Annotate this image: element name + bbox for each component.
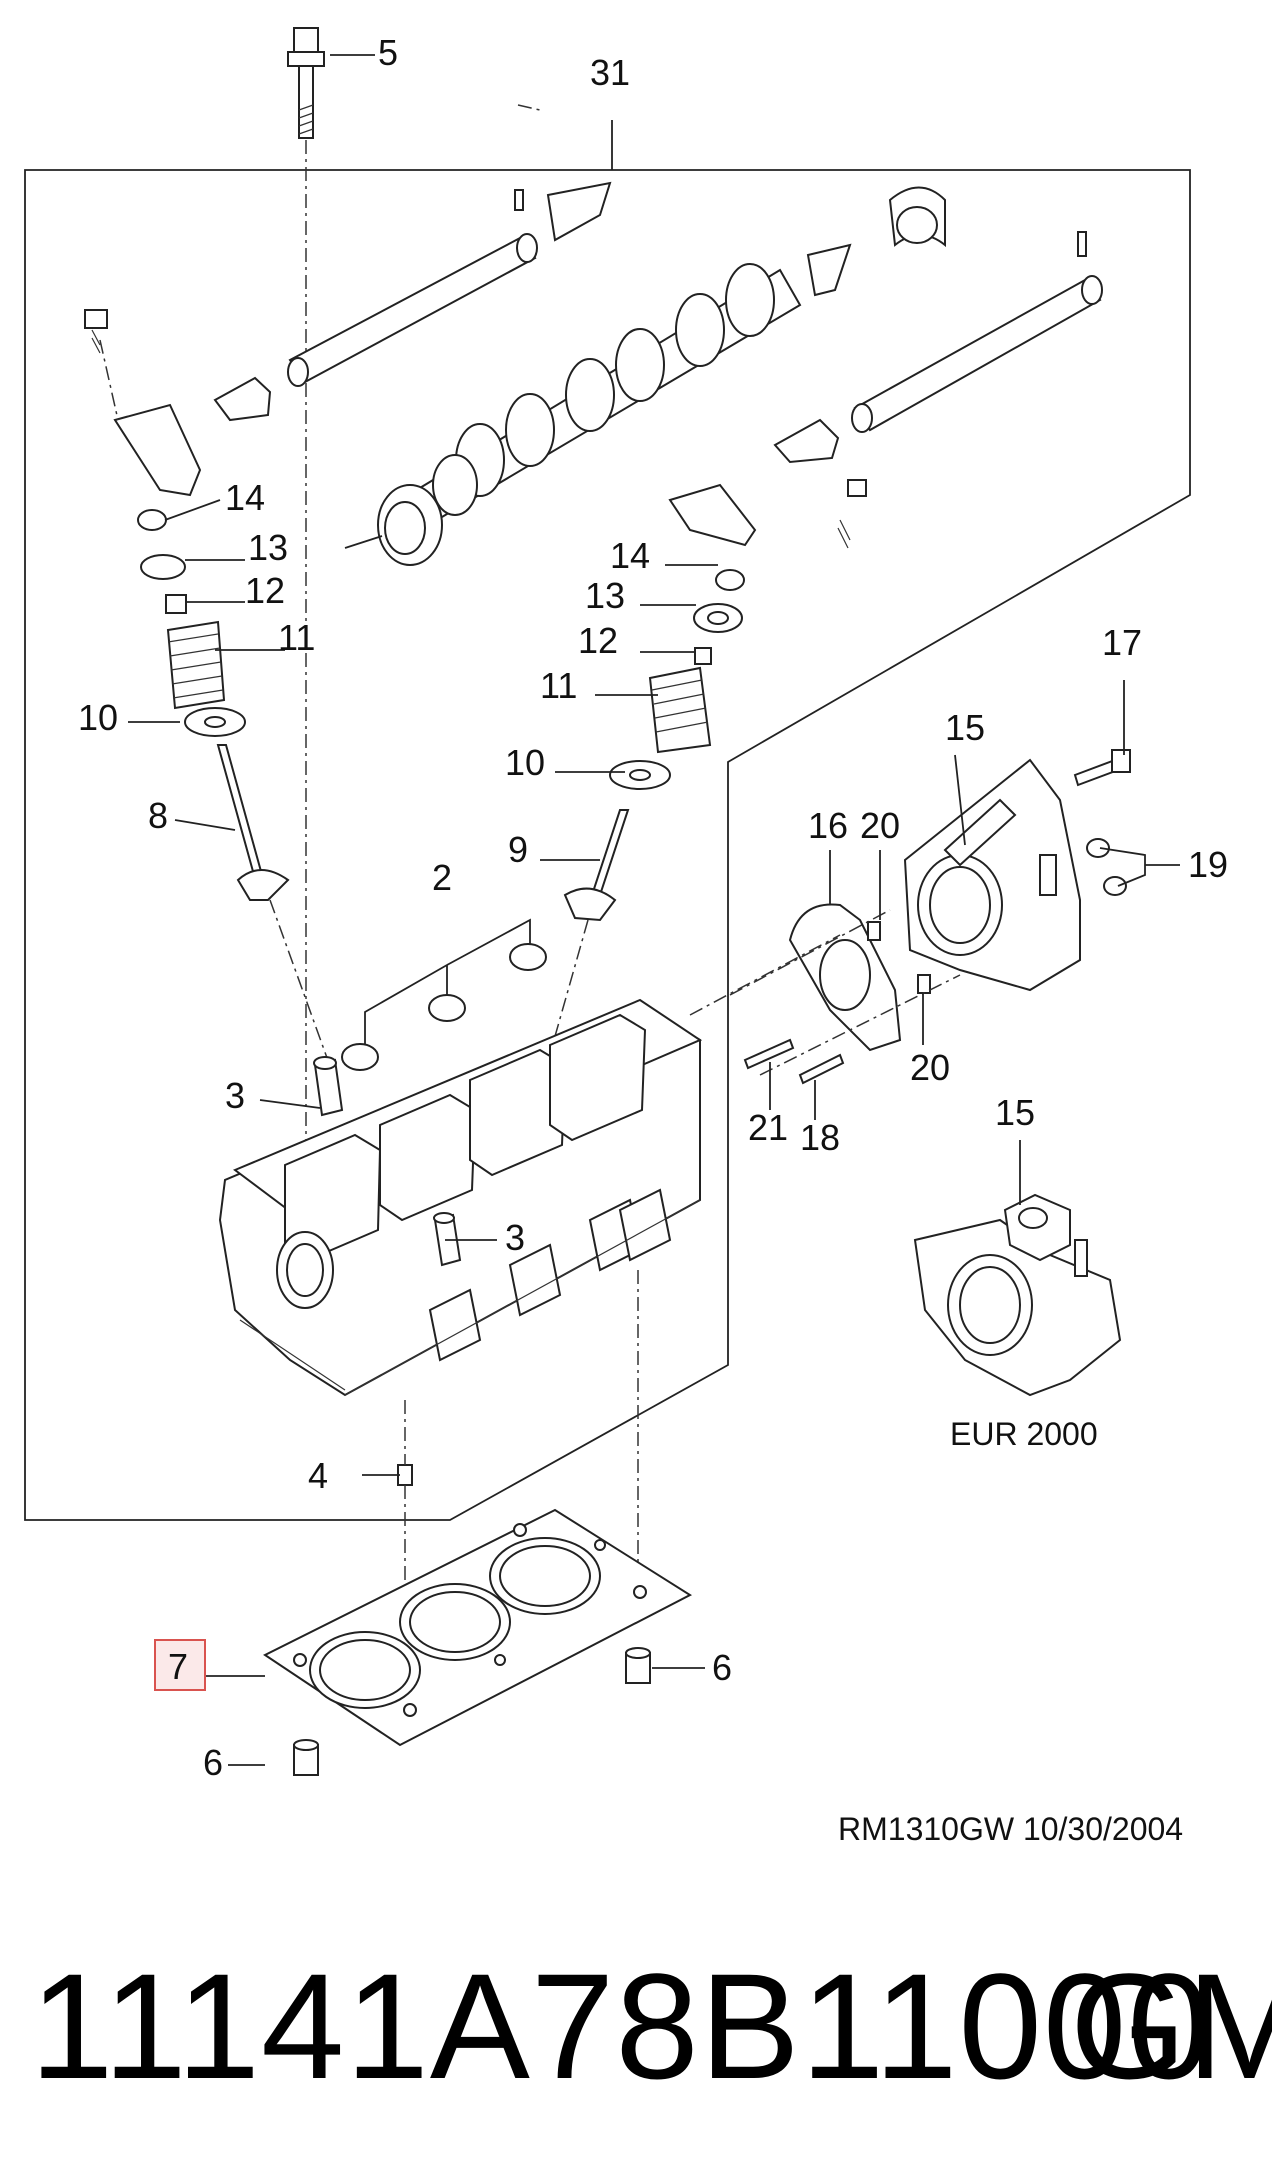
locating-pin	[397, 1270, 639, 1610]
valve-seal-left	[165, 594, 187, 614]
drawing-id: RM1310GW 10/30/2004	[838, 1811, 1183, 1847]
thermostat-housing	[903, 758, 1081, 992]
head-gasket	[263, 1508, 693, 1747]
callout-label: 14	[610, 535, 650, 576]
thermostat-housing-eur2000	[913, 1193, 1122, 1397]
callout-label: 17	[1102, 622, 1142, 663]
valve-spring-left	[166, 620, 226, 710]
exhaust-valve	[499, 809, 630, 1231]
callout-label: 7	[168, 1646, 188, 1687]
callout-label: 20	[860, 805, 900, 846]
rocker-shaft-left	[213, 181, 612, 422]
callout-label: 2	[432, 857, 452, 898]
spring-seat-left	[184, 707, 246, 737]
leader-lines	[128, 54, 1180, 1766]
callout-label: 15	[995, 1092, 1035, 1133]
assembly-frame	[24, 169, 1191, 1521]
cam-oil-seal	[344, 484, 443, 566]
callout-label: 4	[308, 1455, 328, 1496]
brand-name: GM	[1070, 1942, 1272, 2110]
part-number: 11141A78B11000	[30, 1942, 1212, 2110]
valve-keeper-left	[137, 509, 167, 531]
callout-label: 6	[203, 1742, 223, 1783]
callout-label: 3	[225, 1075, 245, 1116]
callout-label: 10	[505, 742, 545, 783]
callout-label: 14	[225, 477, 265, 518]
callout-label: 16	[808, 805, 848, 846]
callout-label: 11	[278, 617, 315, 658]
dowel-sleeve-right	[625, 1647, 651, 1684]
callout-label: 3	[505, 1217, 525, 1258]
callout-label: 5	[378, 32, 398, 73]
camshaft	[398, 263, 802, 532]
callout-label: 12	[245, 570, 285, 611]
valve-guide-left	[313, 1056, 344, 1117]
cylinder-head	[218, 998, 703, 1397]
callout-label: 21	[748, 1107, 788, 1148]
highlight-box	[154, 1639, 206, 1691]
callout-label: 15	[945, 707, 985, 748]
valve-retainer-right	[693, 603, 743, 633]
callout-label: 20	[910, 1047, 950, 1088]
callout-label: 10	[78, 697, 118, 738]
cam-cap	[888, 186, 946, 248]
callout-label: 9	[508, 829, 528, 870]
valve-seal-right	[694, 647, 712, 665]
rocker-arm-right	[668, 479, 867, 549]
valve-spring-right	[648, 666, 712, 754]
variant-label: EUR 2000	[950, 1416, 1098, 1452]
callout-label: 19	[1188, 844, 1228, 885]
callout-label: 8	[148, 795, 168, 836]
rocker-shaft-right	[773, 231, 1103, 464]
housing-studs	[743, 921, 931, 1085]
intake-valve	[216, 744, 336, 1081]
callout-label: 12	[578, 620, 618, 661]
housing-nuts	[1086, 838, 1127, 896]
dowel-sleeve-left	[293, 1739, 319, 1776]
spring-seat-right	[609, 760, 671, 790]
callout-label: 31	[590, 52, 630, 93]
housing-bolt	[1073, 749, 1131, 787]
highlighted-callout[interactable]: 7	[154, 1639, 206, 1691]
callout-label: 13	[585, 575, 625, 616]
callout-label: 13	[248, 527, 288, 568]
valve-retainer-left	[140, 554, 186, 580]
thermostat-gasket	[788, 903, 902, 1052]
callout-label: 6	[712, 1647, 732, 1688]
callout-label: 11	[540, 665, 577, 706]
valve-keeper-right	[715, 569, 745, 591]
rocker-arm-left	[84, 309, 202, 497]
callout-label: 18	[800, 1117, 840, 1158]
freeze-plugs	[341, 918, 547, 1071]
